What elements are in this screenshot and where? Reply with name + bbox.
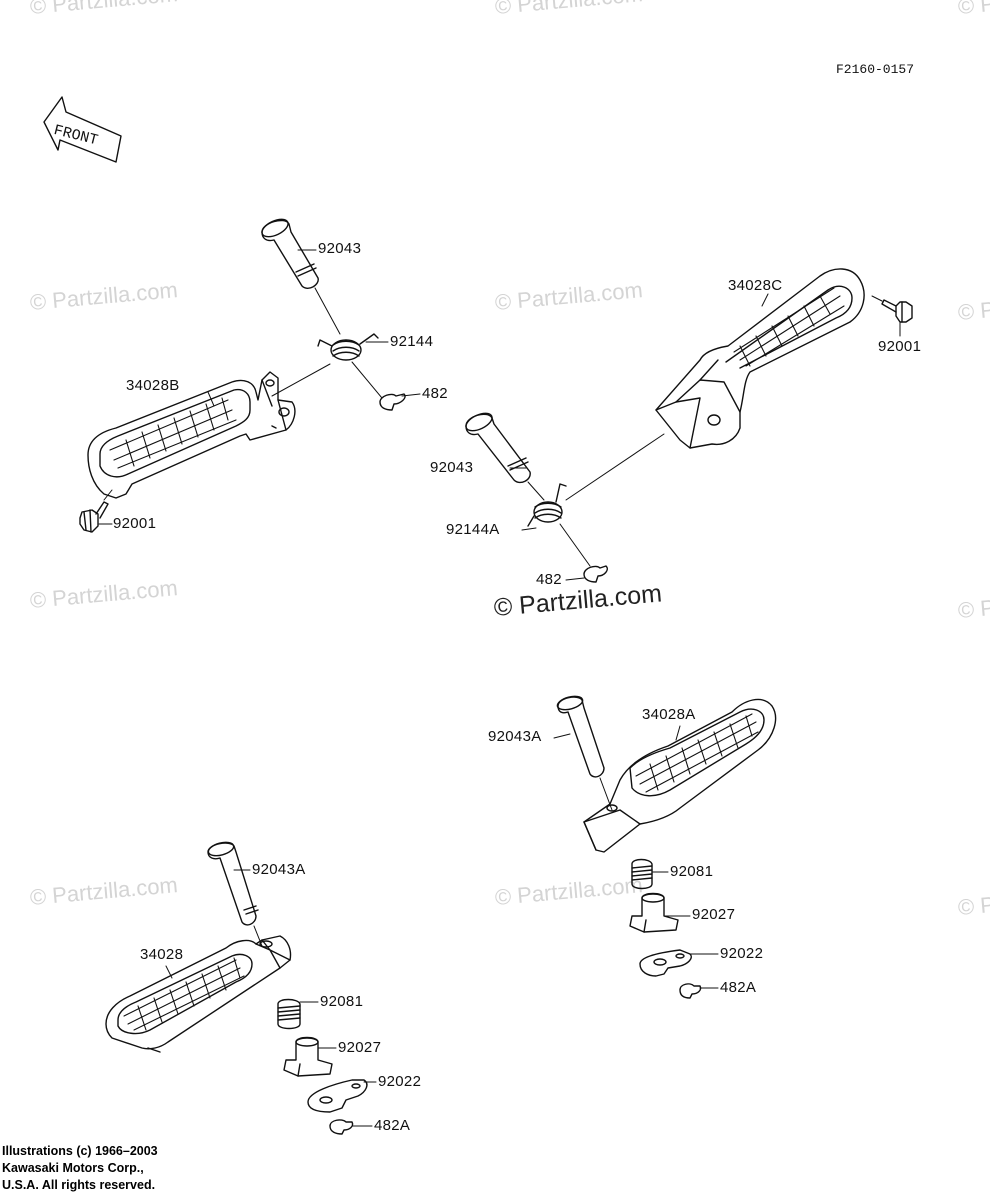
callout-label[interactable]: 92022 (378, 1073, 422, 1090)
bottom-left-footpeg (105, 935, 292, 1053)
top-right-bolt (881, 299, 913, 323)
bottom-left-clip (329, 1119, 354, 1135)
top-right-footpeg (655, 268, 865, 449)
top-right-footpeg-rubber (733, 287, 845, 367)
copyright-line: Kawasaki Motors Corp., (2, 1161, 144, 1175)
top-left-footpeg-rubber (109, 397, 237, 469)
top-left-pin (261, 218, 319, 289)
bottom-right-pin (556, 695, 605, 778)
callout-label[interactable]: 92081 (320, 993, 364, 1010)
bottom-left-footpeg-rubber (123, 957, 245, 1031)
callout-leaders (98, 249, 901, 1127)
callout-label[interactable]: 92144A (446, 521, 500, 538)
copyright-notice: Illustrations (c) 1966–2003 Kawasaki Mot… (2, 1143, 158, 1194)
callout-label[interactable]: 92043 (430, 459, 474, 476)
bottom-right-footpeg-rubber (635, 713, 759, 793)
callout-label[interactable]: 482A (720, 979, 757, 996)
callout-label[interactable]: 482 (536, 571, 562, 588)
top-left-clip (379, 393, 406, 411)
top-left-spring (317, 333, 379, 361)
top-left-footpeg (87, 371, 296, 499)
callout-label[interactable]: 34028A (642, 706, 696, 723)
top-right-pin (465, 412, 531, 484)
copyright-line: Illustrations (c) 1966–2003 (2, 1144, 158, 1158)
callout-label[interactable]: 92043 (318, 240, 362, 257)
callout-label[interactable]: 34028B (126, 377, 180, 394)
callout-label[interactable]: 92144 (390, 333, 434, 350)
bottom-left-stopper (283, 1036, 333, 1077)
callout-label[interactable]: 34028C (728, 277, 783, 294)
callout-label[interactable]: 92027 (692, 906, 736, 923)
callout-label[interactable]: 92001 (878, 338, 922, 355)
callout-label[interactable]: 34028 (140, 946, 184, 963)
diagram-code: F2160-0157 (836, 62, 915, 77)
bottom-right-clip (679, 983, 702, 999)
callout-label[interactable]: 92081 (670, 863, 714, 880)
copyright-line: U.S.A. All rights reserved. (2, 1178, 156, 1192)
bottom-right-spring (631, 858, 653, 890)
callout-label[interactable]: 482 (422, 385, 448, 402)
bottom-right-footpeg (583, 698, 777, 853)
callout-label[interactable]: 92027 (338, 1039, 382, 1056)
bottom-left-pin (207, 841, 259, 926)
callout-label[interactable]: 92043A (252, 861, 306, 878)
callout-label[interactable]: 92001 (113, 515, 157, 532)
bottom-left-washer (307, 1079, 368, 1113)
callout-label[interactable]: 482A (374, 1117, 411, 1134)
top-left-bolt (79, 501, 109, 533)
bottom-right-stopper (629, 892, 679, 933)
callout-label[interactable]: 92043A (488, 728, 542, 745)
bottom-right-washer (639, 949, 692, 977)
top-right-clip (583, 565, 608, 583)
callout-label[interactable]: 92022 (720, 945, 764, 962)
top-right-spring (527, 483, 567, 527)
bottom-left-spring (277, 998, 301, 1030)
front-arrow-icon (43, 96, 122, 163)
